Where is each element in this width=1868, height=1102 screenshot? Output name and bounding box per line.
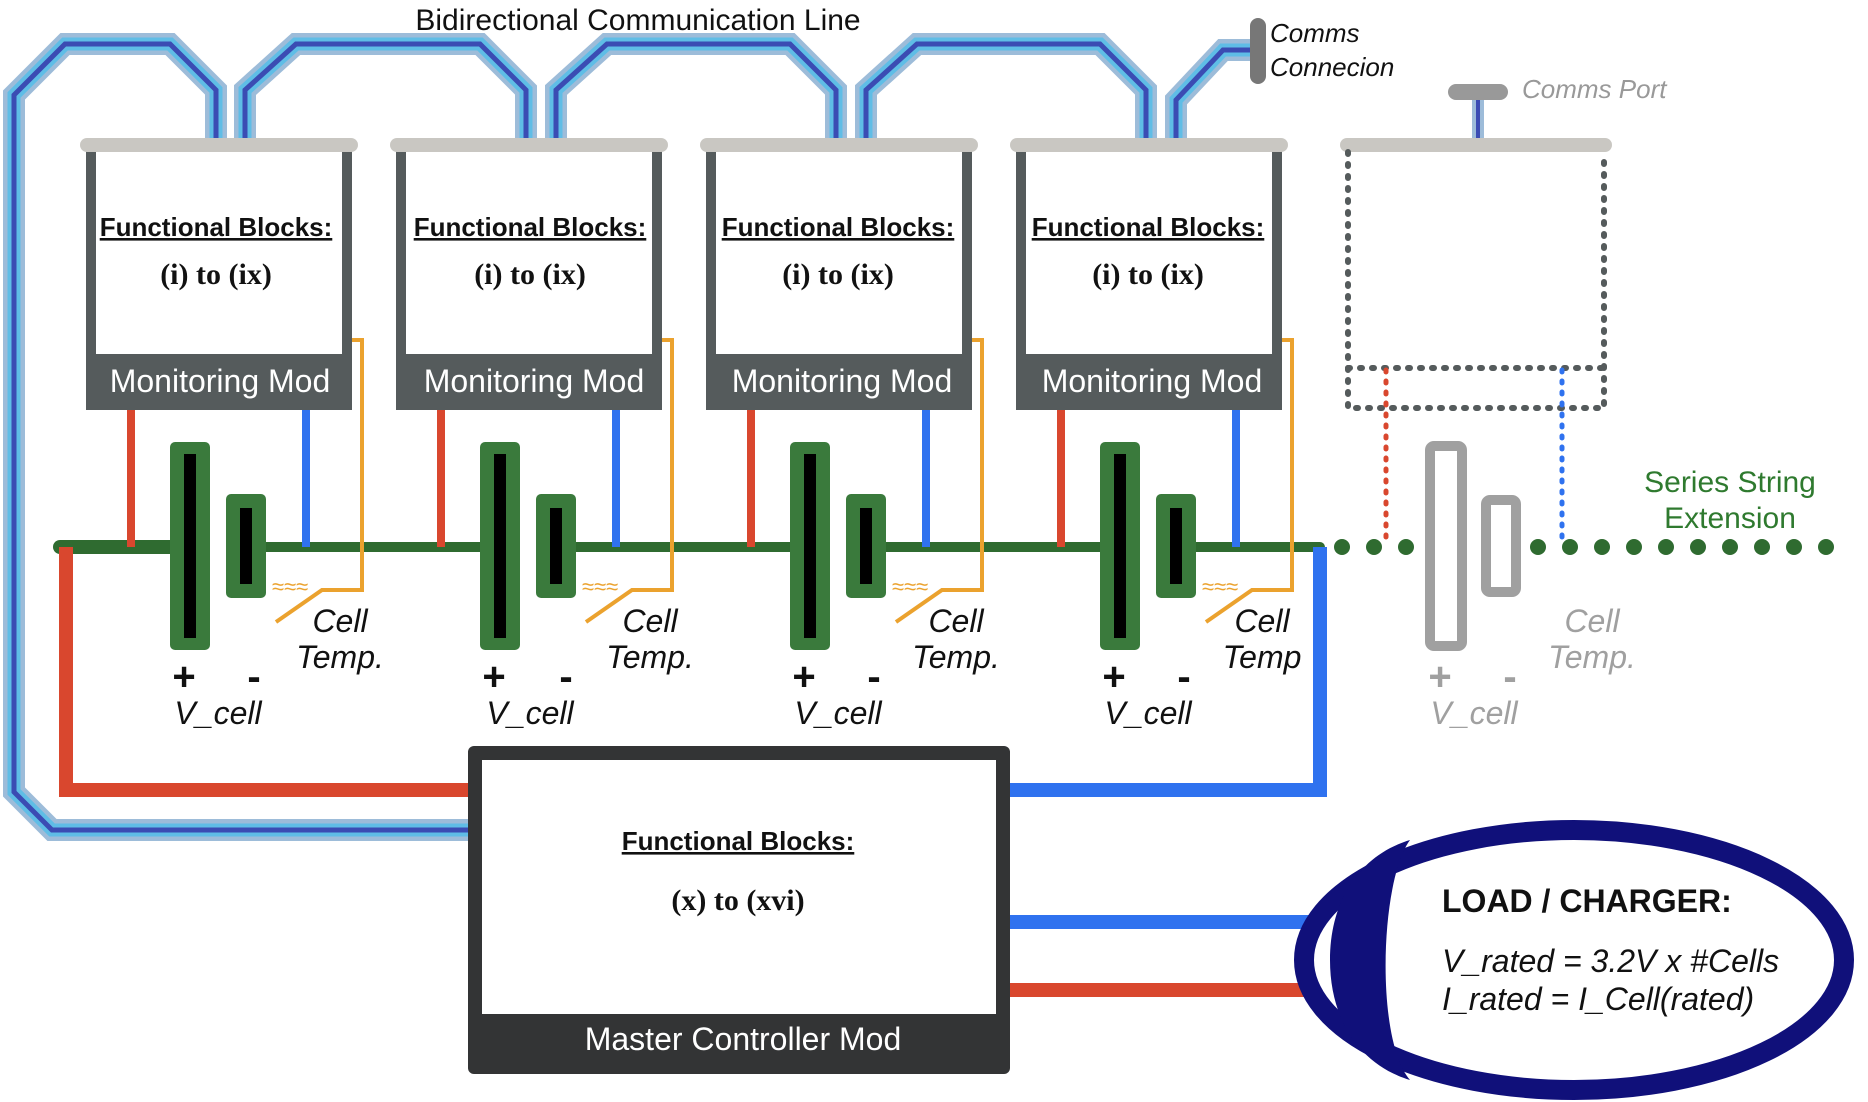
temp-sense-wire <box>894 338 984 624</box>
module-name: Monitoring Mod <box>110 363 331 399</box>
ghost-cell-negative <box>1481 495 1521 597</box>
module-face <box>406 150 652 354</box>
cell-temp-label-1: Cell <box>312 603 368 639</box>
heat-icon: ≈≈≈ <box>1202 574 1238 599</box>
cell-positive-core <box>804 454 816 638</box>
cell-positive-core <box>184 454 196 638</box>
temp-sense-wire <box>584 338 674 624</box>
ghost-minus-sign: - <box>1503 655 1516 699</box>
master-functional-blocks-title: Functional Blocks: <box>622 826 855 856</box>
master-functional-blocks-range: (x) to (xvi) <box>671 884 804 917</box>
module-name: Monitoring Mod <box>424 363 645 399</box>
module-face <box>96 150 342 354</box>
comm-line-inner <box>11 41 1255 833</box>
load-rated-current: I_rated = I_Cell(rated) <box>1442 981 1754 1017</box>
ghost-cell-temp-label-2: Temp. <box>1548 639 1636 675</box>
load-rated-voltage: V_rated = 3.2V x #Cells <box>1442 943 1779 979</box>
functional-blocks-title: Functional Blocks: <box>414 212 647 242</box>
heat-icon: ≈≈≈ <box>892 574 928 599</box>
cell-temp-label-2: Temp. <box>296 639 384 675</box>
cell-temp-label-1: Cell <box>928 603 984 639</box>
heat-icon: ≈≈≈ <box>582 574 618 599</box>
cell-negative-core <box>550 508 562 584</box>
cell-positive-core <box>494 454 506 638</box>
monitoring-module-2: Functional Blocks: (i) to (ix) Monitorin… <box>390 138 694 731</box>
cell-temp-label-1: Cell <box>622 603 678 639</box>
module-top-bar <box>390 138 668 152</box>
module-top-bar <box>1010 138 1288 152</box>
comms-port-connector <box>1448 84 1508 100</box>
master-face <box>482 760 996 1014</box>
module-top-bar <box>700 138 978 152</box>
plus-sign: + <box>172 655 195 699</box>
functional-blocks-range: (i) to (ix) <box>1092 258 1204 291</box>
v-cell-label: V_cell <box>1104 695 1192 731</box>
cell-temp-label-2: Temp <box>1223 639 1302 675</box>
functional-blocks-range: (i) to (ix) <box>160 258 272 291</box>
minus-sign: - <box>1177 655 1190 699</box>
ghost-plus-sign: + <box>1428 655 1451 699</box>
comms-connection-label-1: Comms <box>1270 18 1360 48</box>
module-name: Monitoring Mod <box>732 363 953 399</box>
functional-blocks-title: Functional Blocks: <box>100 212 333 242</box>
plus-sign: + <box>792 655 815 699</box>
ghost-module: + - V_cell Cell Temp. <box>1340 138 1636 731</box>
comms-connection-label-2: Connecion <box>1270 52 1394 82</box>
v-cell-label: V_cell <box>794 695 882 731</box>
functional-blocks-title: Functional Blocks: <box>1032 212 1265 242</box>
cell-negative-core <box>240 508 252 584</box>
pack-negative-wire <box>1010 547 1327 797</box>
load-ellipse-left-fill <box>1330 840 1410 1080</box>
module-top-bar <box>80 138 358 152</box>
minus-sign: - <box>559 655 572 699</box>
cell-negative-core <box>1170 508 1182 584</box>
ghost-v-cell-label: V_cell <box>1430 695 1518 731</box>
master-controller: Functional Blocks: (x) to (xvi) Master C… <box>468 746 1340 1074</box>
module-face <box>716 150 962 354</box>
cell-temp-label-1: Cell <box>1234 603 1290 639</box>
module-face <box>1026 150 1272 354</box>
diagram-title: Bidirectional Communication Line <box>415 4 860 37</box>
cell-negative-core <box>860 508 872 584</box>
temp-sense-wire <box>1204 338 1294 624</box>
comms-port-label: Comms Port <box>1522 74 1668 104</box>
monitoring-module-4: Functional Blocks: (i) to (ix) Monitorin… <box>1010 138 1301 731</box>
load-title: LOAD / CHARGER: <box>1442 883 1732 919</box>
temp-sense-wire <box>274 338 364 624</box>
monitoring-module-1: Functional Blocks: (i) to (ix) Monitorin… <box>80 138 384 731</box>
ghost-cell-positive <box>1425 441 1467 651</box>
minus-sign: - <box>247 655 260 699</box>
cell-temp-label-2: Temp. <box>606 639 694 675</box>
module-name: Monitoring Mod <box>1042 363 1263 399</box>
series-string-label-1: Series String <box>1644 466 1816 499</box>
series-string-label-2: Extension <box>1664 502 1796 535</box>
load-charger: LOAD / CHARGER: V_rated = 3.2V x #Cells … <box>1294 820 1854 1100</box>
functional-blocks-title: Functional Blocks: <box>722 212 955 242</box>
v-cell-label: V_cell <box>174 695 262 731</box>
ghost-module-top-bar <box>1340 138 1612 152</box>
load-ellipse <box>1294 820 1854 1100</box>
pack-positive-wire <box>59 547 474 797</box>
heat-icon: ≈≈≈ <box>272 574 308 599</box>
monitoring-module-3: Functional Blocks: (i) to (ix) Monitorin… <box>700 138 1000 731</box>
minus-sign: - <box>867 655 880 699</box>
string-extension-dots <box>1334 539 1834 555</box>
ghost-cell-temp-label-1: Cell <box>1564 603 1620 639</box>
v-cell-label: V_cell <box>486 695 574 731</box>
cell-temp-label-2: Temp. <box>912 639 1000 675</box>
functional-blocks-range: (i) to (ix) <box>782 258 894 291</box>
comms-connector <box>1250 18 1266 84</box>
cell-positive-core <box>1114 454 1126 638</box>
master-name: Master Controller Mod <box>585 1021 902 1057</box>
functional-blocks-range: (i) to (ix) <box>474 258 586 291</box>
ghost-module-outline <box>1345 149 1607 411</box>
plus-sign: + <box>482 655 505 699</box>
plus-sign: + <box>1102 655 1125 699</box>
series-string <box>53 539 1834 555</box>
